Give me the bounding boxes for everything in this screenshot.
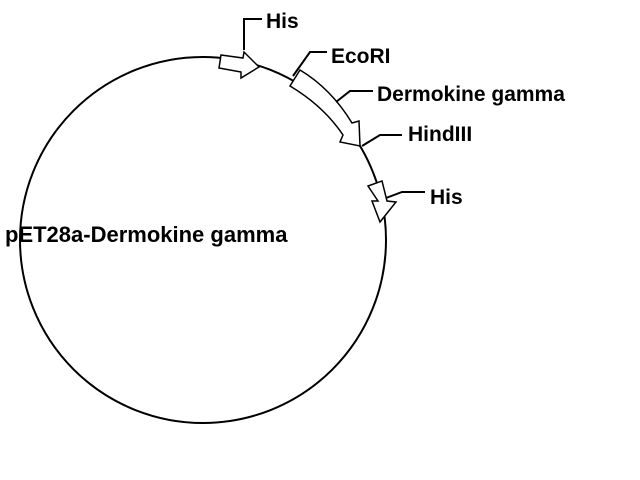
ecori-leader — [292, 51, 327, 77]
plasmid-name: pET28a-Dermokine gamma — [5, 222, 288, 247]
hindiii-label: HindIII — [408, 123, 472, 146]
his-tag-c-leader — [385, 191, 425, 199]
his-tag-n-arrow — [218, 50, 261, 80]
his-tag-c-label: His — [430, 186, 463, 209]
ecori-label: EcoRI — [331, 45, 391, 68]
dermokine-gamma-label: Dermokine gamma — [377, 83, 565, 106]
his-tag-n-leader — [243, 18, 262, 50]
plasmid-backbone — [19, 56, 387, 424]
his-tag-n-label: His — [266, 10, 299, 33]
hindiii-leader — [361, 134, 402, 147]
dermokine-gamma-leader — [335, 90, 373, 103]
dermokine-gamma-insert-arrow — [288, 68, 361, 147]
his-tag-c-arrow — [366, 180, 398, 224]
